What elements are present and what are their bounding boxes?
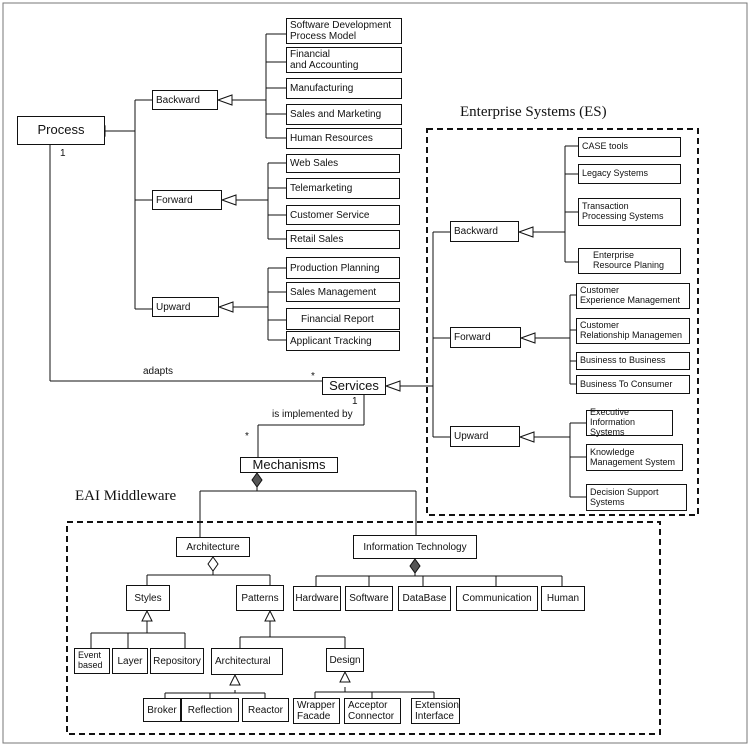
es-forward-item: Business To Consumer — [576, 375, 690, 394]
triangle-backward — [216, 94, 233, 106]
es-forward-item: Customer Relationship Managemen — [576, 318, 690, 344]
style-item: Layer — [112, 648, 148, 674]
triangle-es-upward — [518, 431, 535, 443]
triangle-design — [339, 670, 351, 683]
diamond-it — [409, 558, 421, 574]
implemented-by-label: is implemented by — [272, 409, 353, 420]
process-box: Process — [17, 116, 105, 145]
mechanisms-box: Mechanisms — [240, 457, 338, 473]
es-backward-item: Transaction Processing Systems — [578, 198, 681, 226]
it-item: Hardware — [293, 586, 341, 611]
process-forward-item: Customer Service — [286, 205, 400, 225]
es-forward-item: Customer Experience Management — [576, 283, 690, 309]
diamond-architecture — [207, 556, 219, 572]
style-item: Event based — [74, 648, 110, 674]
process-upward-item: Sales Management — [286, 282, 400, 302]
it-item: Software — [345, 586, 393, 611]
process-upward-item: Financial Report — [286, 308, 400, 330]
adapts-star: * — [311, 371, 315, 382]
es-forward-box: Forward — [450, 327, 521, 348]
architecture-box: Architecture — [176, 537, 250, 557]
triangle-upward — [217, 301, 234, 313]
triangle-architectural — [229, 673, 241, 686]
process-backward-item: Financial and Accounting — [286, 47, 402, 73]
process-backward-item: Software Development Process Model — [286, 18, 402, 44]
process-upward-item: Applicant Tracking — [286, 331, 400, 351]
architectural-item: Reactor — [242, 698, 289, 722]
triangle-es-forward — [519, 332, 536, 344]
triangle-es-backward — [517, 226, 534, 238]
es-backward-item: Enterprise Resource Planing — [578, 248, 681, 274]
es-upward-item: Decision Support Systems — [586, 484, 687, 511]
architectural-item: Broker — [143, 698, 181, 722]
process-forward-item: Telemarketing — [286, 178, 400, 199]
process-backward-item: Sales and Marketing — [286, 104, 402, 125]
triangle-patterns — [264, 609, 276, 622]
triangle-styles — [141, 609, 153, 622]
adapts-label: adapts — [143, 366, 174, 377]
triangle-services — [384, 380, 401, 392]
es-frame — [426, 128, 699, 516]
es-backward-item: Legacy Systems — [578, 164, 681, 184]
triangle-forward — [220, 194, 237, 206]
it-item: DataBase — [398, 586, 451, 611]
it-item: Human — [541, 586, 585, 611]
design-item: Extension Interface — [411, 698, 460, 724]
es-forward-item: Business to Business — [576, 352, 690, 370]
eai-frame — [66, 521, 661, 735]
design-item: Acceptor Connector — [344, 698, 401, 724]
it-item: Communication — [456, 586, 538, 611]
architectural-item: Reflection — [181, 698, 239, 722]
es-backward-item: CASE tools — [578, 137, 681, 157]
process-backward-box: Backward — [152, 90, 218, 110]
styles-box: Styles — [126, 585, 170, 611]
process-upward-box: Upward — [152, 297, 219, 317]
process-forward-box: Forward — [152, 190, 222, 210]
architectural-box: Architectural — [211, 648, 283, 675]
es-backward-box: Backward — [450, 221, 519, 242]
information-technology-box: Information Technology — [353, 535, 477, 559]
es-title: Enterprise Systems (ES) — [460, 104, 607, 120]
design-item: Wrapper Facade — [293, 698, 340, 724]
style-item: Repository — [150, 648, 204, 674]
eai-title: EAI Middleware — [75, 488, 177, 504]
process-upward-item: Production Planning — [286, 257, 400, 279]
diamond-mechanisms — [251, 472, 263, 488]
es-upward-item: Knowledge Management System — [586, 444, 683, 471]
process-forward-item: Retail Sales — [286, 230, 400, 249]
patterns-box: Patterns — [236, 585, 284, 611]
services-box: Services — [322, 377, 386, 395]
process-forward-item: Web Sales — [286, 154, 400, 173]
process-backward-item: Manufacturing — [286, 78, 402, 99]
process-backward-item: Human Resources — [286, 128, 402, 149]
implemented-star: * — [245, 431, 249, 442]
process-multiplicity: 1 — [60, 148, 66, 159]
design-box: Design — [326, 648, 364, 672]
es-upward-item: Executive Information Systems — [586, 407, 673, 437]
services-multiplicity: 1 — [352, 396, 358, 407]
es-upward-box: Upward — [450, 426, 520, 447]
